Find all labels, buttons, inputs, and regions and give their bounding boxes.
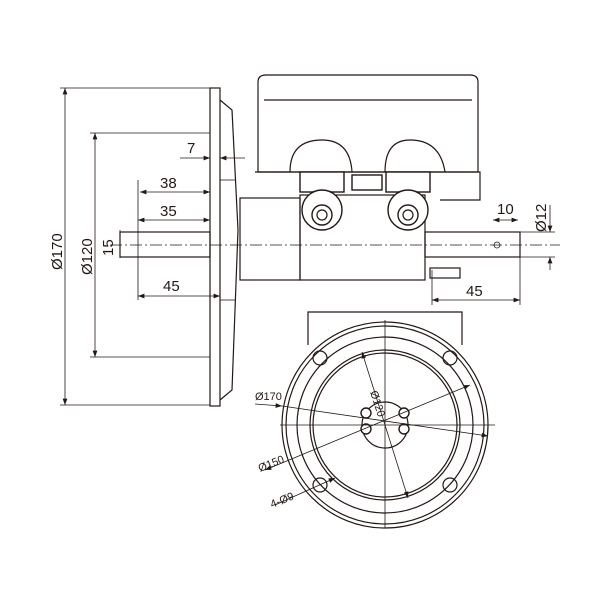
dim-shaft-dia: Ø12	[533, 204, 550, 232]
flange-ring	[219, 99, 239, 401]
dim-holes: 4-Ø9	[269, 490, 296, 510]
dim-38: 38	[160, 175, 177, 192]
spigot	[239, 197, 301, 281]
dim-35: 35	[160, 203, 177, 220]
side-view: Ø170 Ø120 7 38 35 15 45 10 Ø12 45	[49, 74, 560, 407]
shaft	[424, 231, 521, 258]
flange	[209, 87, 221, 407]
mounting-holes	[312, 350, 458, 493]
dim-flange-dia: Ø170	[49, 233, 66, 270]
dim-45-left: 45	[163, 278, 180, 295]
cable-gland-right	[385, 171, 431, 231]
dim-45-right: 45	[466, 283, 483, 300]
cable-gland-left	[299, 171, 345, 231]
dim-15: 15	[100, 239, 117, 256]
dim-spigot-dia: Ø120	[79, 238, 96, 275]
dim-bolt-circle: Ø150	[257, 454, 286, 475]
terminal-box	[257, 74, 479, 173]
dim-flange-thk: 7	[187, 140, 195, 157]
front-view: Ø120 Ø170 Ø150 4-Ø9	[254, 311, 495, 529]
dim-outer: Ø170	[255, 391, 282, 403]
terminal-block	[351, 174, 383, 191]
dim-shaft-key: 10	[497, 201, 514, 218]
